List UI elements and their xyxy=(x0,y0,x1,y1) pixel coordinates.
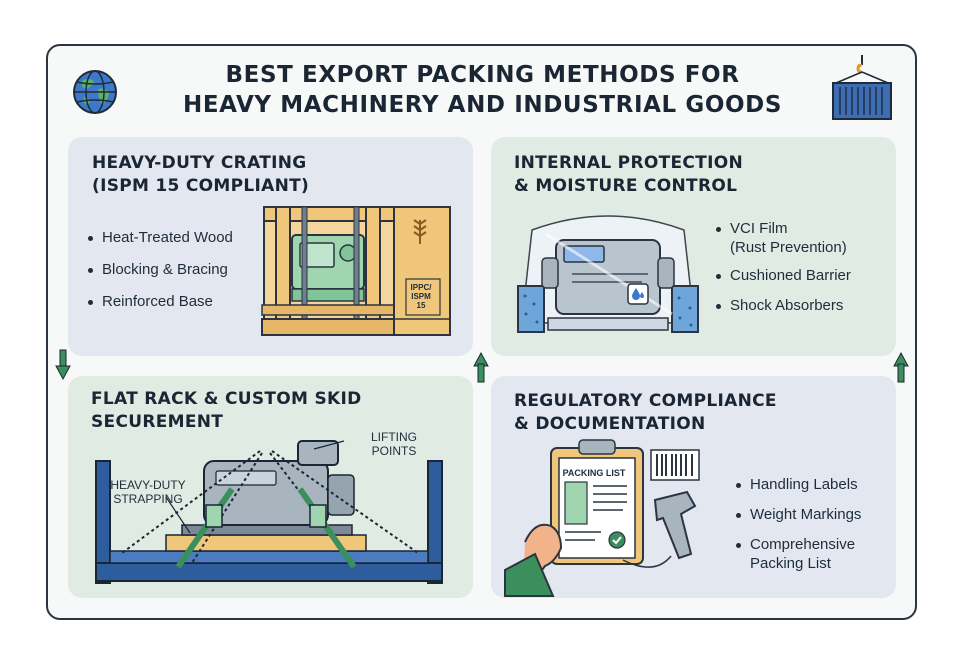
panel-protection-heading: INTERNAL PROTECTION & MOISTURE CONTROL xyxy=(514,152,743,198)
arrow-down-icon xyxy=(55,349,71,381)
list-item: VCI Film(Rust Prevention) xyxy=(716,219,851,257)
crating-bullet-list: Heat-Treated Wood Blocking & Bracing Rei… xyxy=(88,228,233,311)
panel-compliance-heading: REGULATORY COMPLIANCE & DOCUMENTATION xyxy=(514,390,777,436)
heading-line: SECUREMENT xyxy=(91,412,224,432)
list-item: Reinforced Base xyxy=(88,292,233,311)
heading-line: FLAT RACK & CUSTOM SKID xyxy=(91,389,362,409)
compliance-bullet-list: Handling Labels Weight Markings Comprehe… xyxy=(736,475,861,573)
title-line-2: HEAVY MACHINERY AND INDUSTRIAL GOODS xyxy=(182,92,783,118)
clipboard-illustration xyxy=(504,439,700,597)
water-drop-icon xyxy=(627,283,649,305)
list-item: Cushioned Barrier xyxy=(716,266,851,285)
panel-crating-heading: HEAVY-DUTY CRATING (ISPM 15 COMPLIANT) xyxy=(92,152,309,198)
heading-line: & MOISTURE CONTROL xyxy=(514,176,738,196)
title-line-1: BEST EXPORT PACKING METHODS FOR xyxy=(225,62,740,88)
wrapped-machine-illustration xyxy=(517,215,699,333)
packing-list-doc-title: PACKING LIST xyxy=(562,468,626,478)
heading-line: & DOCUMENTATION xyxy=(514,414,706,434)
heading-line: REGULATORY COMPLIANCE xyxy=(514,391,777,411)
protection-bullet-list: VCI Film(Rust Prevention) Cushioned Barr… xyxy=(716,219,851,315)
globe-icon xyxy=(73,70,117,114)
list-item: Blocking & Bracing xyxy=(88,260,233,279)
list-item: Heat-Treated Wood xyxy=(88,228,233,247)
flat-rack-illustration xyxy=(95,440,443,584)
wooden-crate-illustration xyxy=(261,206,451,336)
heading-line: INTERNAL PROTECTION xyxy=(514,153,743,173)
page-title: BEST EXPORT PACKING METHODS FOR HEAVY MA… xyxy=(150,60,815,120)
container-icon xyxy=(832,55,892,120)
list-item: Handling Labels xyxy=(736,475,861,494)
heading-line: HEAVY-DUTY CRATING xyxy=(92,153,307,173)
list-item: Weight Markings xyxy=(736,505,861,524)
heading-line: (ISPM 15 COMPLIANT) xyxy=(92,176,310,196)
list-item: Shock Absorbers xyxy=(716,296,851,315)
arrow-up-icon xyxy=(893,351,909,383)
arrow-up-icon xyxy=(473,351,489,383)
wheat-icon xyxy=(413,219,427,244)
panel-flatrack-heading: FLAT RACK & CUSTOM SKID SECUREMENT xyxy=(91,388,362,434)
